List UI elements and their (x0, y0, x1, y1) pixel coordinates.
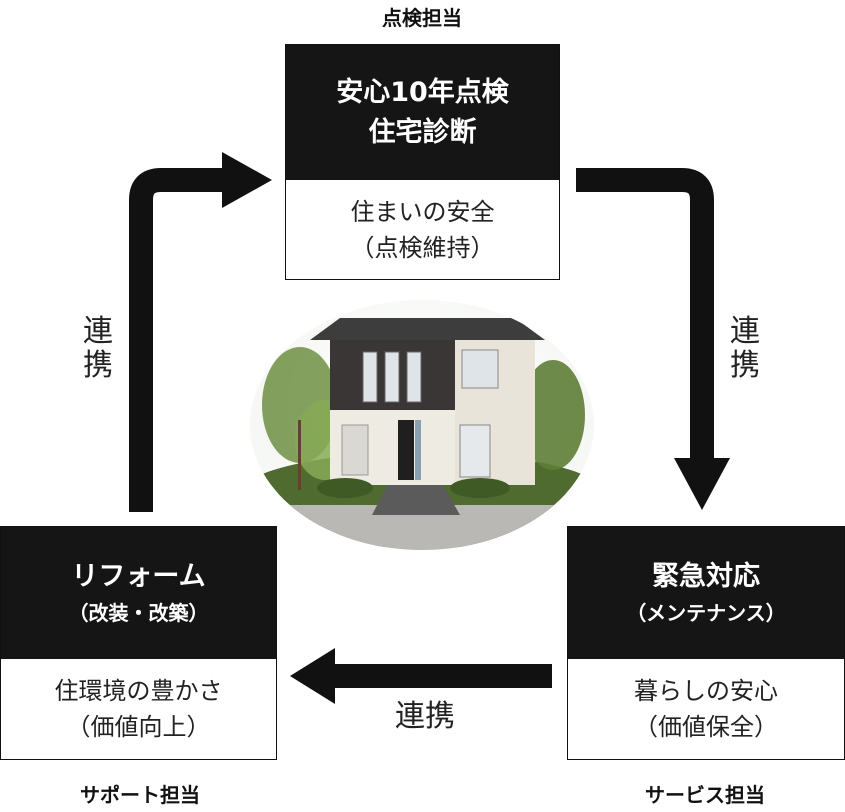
top-card-body-line-1: 住まいの安全 (350, 197, 495, 226)
left-card-body: 住環境の豊かさ （価値向上） (1, 659, 276, 759)
left-link-char-1: 連 (83, 314, 113, 349)
house-illustration (250, 300, 594, 550)
right-card-body: 暮らしの安心 （価値保全） (568, 659, 844, 759)
left-link-char-2: 携 (83, 348, 113, 383)
left-role-label: サポート担当 (80, 783, 200, 807)
top-card-header: 安心10年点検 住宅診断 (286, 45, 559, 180)
right-card-title: 緊急対応 (652, 561, 760, 592)
right-card-body-line-2: （価値保全） (634, 713, 778, 741)
top-role-label: 点検担当 (382, 6, 462, 30)
top-card-title-line-1: 安心10年点検 (336, 76, 509, 108)
left-card-body-line-2: （価値向上） (66, 713, 211, 741)
right-link-char-2: 携 (730, 348, 760, 383)
right-card-subtitle: （メンテナンス） (626, 601, 786, 625)
right-card: 緊急対応 （メンテナンス） 暮らしの安心 （価値保全） (567, 526, 845, 760)
bottom-link-label: 連携 (395, 699, 455, 734)
link-arrow-bottom (290, 648, 552, 704)
right-link-label: 連 携 (725, 315, 765, 383)
left-card-subtitle: （改装・改築） (68, 601, 209, 625)
top-card-body: 住まいの安全 （点検維持） (286, 180, 559, 279)
right-role-label: サービス担当 (645, 783, 765, 807)
right-link-char-1: 連 (730, 314, 760, 349)
link-arrow-left (129, 152, 272, 512)
left-link-label: 連 携 (78, 315, 118, 383)
right-card-body-line-1: 暮らしの安心 (634, 677, 778, 705)
top-card: 安心10年点検 住宅診断 住まいの安全 （点検維持） (285, 44, 560, 280)
left-card: リフォーム （改装・改築） 住環境の豊かさ （価値向上） (0, 526, 277, 760)
left-card-header: リフォーム （改装・改築） (1, 527, 276, 659)
link-arrow-right (576, 168, 730, 510)
top-card-title-line-2: 住宅診断 (368, 116, 477, 148)
left-card-body-line-1: 住環境の豊かさ (54, 677, 223, 705)
top-card-body-line-2: （点検維持） (350, 233, 495, 262)
left-card-title: リフォーム (71, 561, 206, 592)
right-card-header: 緊急対応 （メンテナンス） (568, 527, 844, 659)
